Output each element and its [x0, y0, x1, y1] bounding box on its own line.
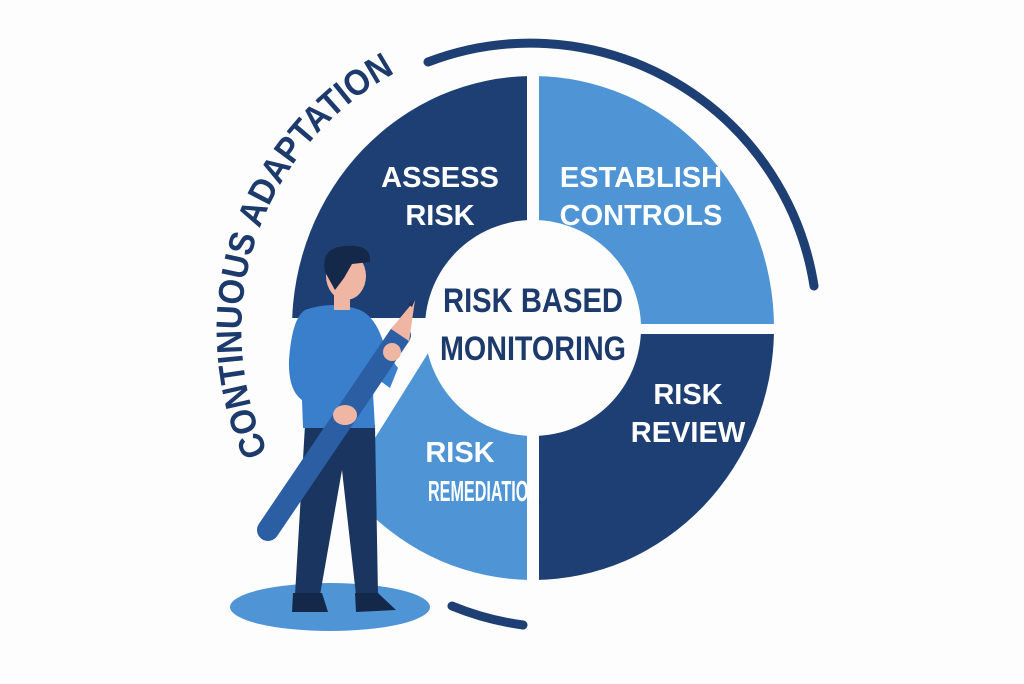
person-hair	[324, 245, 371, 290]
person-illustration	[230, 245, 430, 631]
person-shoes	[292, 593, 396, 612]
establish-controls-label-2: CONTROLS	[560, 200, 723, 232]
person-legs	[295, 425, 378, 595]
risk-review-label-1: RISK	[653, 379, 722, 411]
outer-progress-arc	[423, 38, 819, 291]
risk-review-label-2: REVIEW	[631, 417, 746, 449]
person-hand-upper	[383, 343, 401, 361]
establish-controls-label-1: ESTABLISH	[560, 162, 722, 194]
risk-remediation-label-1: RISK	[425, 437, 494, 469]
bottom-arc	[447, 601, 528, 630]
person-hand-lower	[333, 405, 357, 425]
center-label-line1: RISK BASED	[443, 282, 623, 320]
floor-shadow	[230, 583, 430, 631]
assess-risk-label-1: ASSESS	[381, 162, 499, 194]
quadrant-risk-remediation	[355, 334, 527, 580]
risk-remediation-label-2: REMEDIATION	[428, 476, 540, 508]
pencil-icon	[257, 300, 415, 541]
center-circle	[425, 220, 641, 436]
assess-risk-label-2: RISK	[405, 200, 474, 232]
center-label-line2: MONITORING	[440, 330, 626, 368]
